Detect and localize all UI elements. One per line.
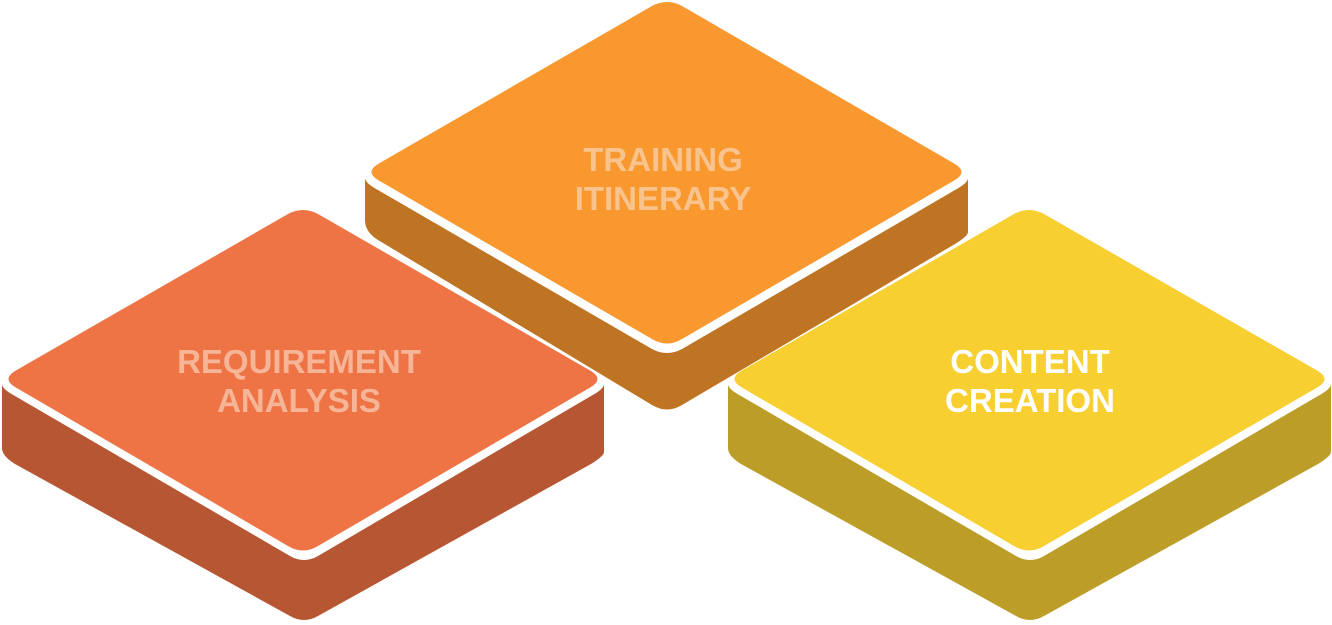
tile-content-creation: CONTENT CREATION	[728, 210, 1331, 620]
tile-requirement-analysis-right-side	[318, 384, 604, 616]
tile-content-creation-right-side	[1044, 384, 1331, 616]
tile-training-itinerary-left-side	[365, 178, 682, 410]
tile-training-itinerary: TRAINING ITINERARY	[365, 2, 968, 410]
tile-requirement-analysis-label-line1: REQUIREMENT	[177, 343, 421, 380]
tile-requirement-analysis-top-face	[8, 210, 598, 551]
tile-training-itinerary-label-line2: ITINERARY	[575, 180, 752, 217]
tile-training-itinerary-top-face	[371, 2, 962, 344]
tile-training-itinerary-right-side	[682, 178, 968, 405]
tile-content-creation-label-line1: CONTENT	[950, 343, 1110, 380]
tile-content-creation-left-side	[728, 384, 1044, 620]
tile-requirement-analysis-label-line2: ANALYSIS	[217, 382, 381, 419]
tile-training-itinerary-label-line1: TRAINING	[583, 141, 743, 178]
tile-content-creation-label-line2: CREATION	[945, 382, 1115, 419]
tile-requirement-analysis: REQUIREMENT ANALYSIS	[2, 210, 604, 620]
tile-requirement-analysis-left-side	[2, 384, 318, 620]
tile-content-creation-top-face	[734, 210, 1325, 551]
